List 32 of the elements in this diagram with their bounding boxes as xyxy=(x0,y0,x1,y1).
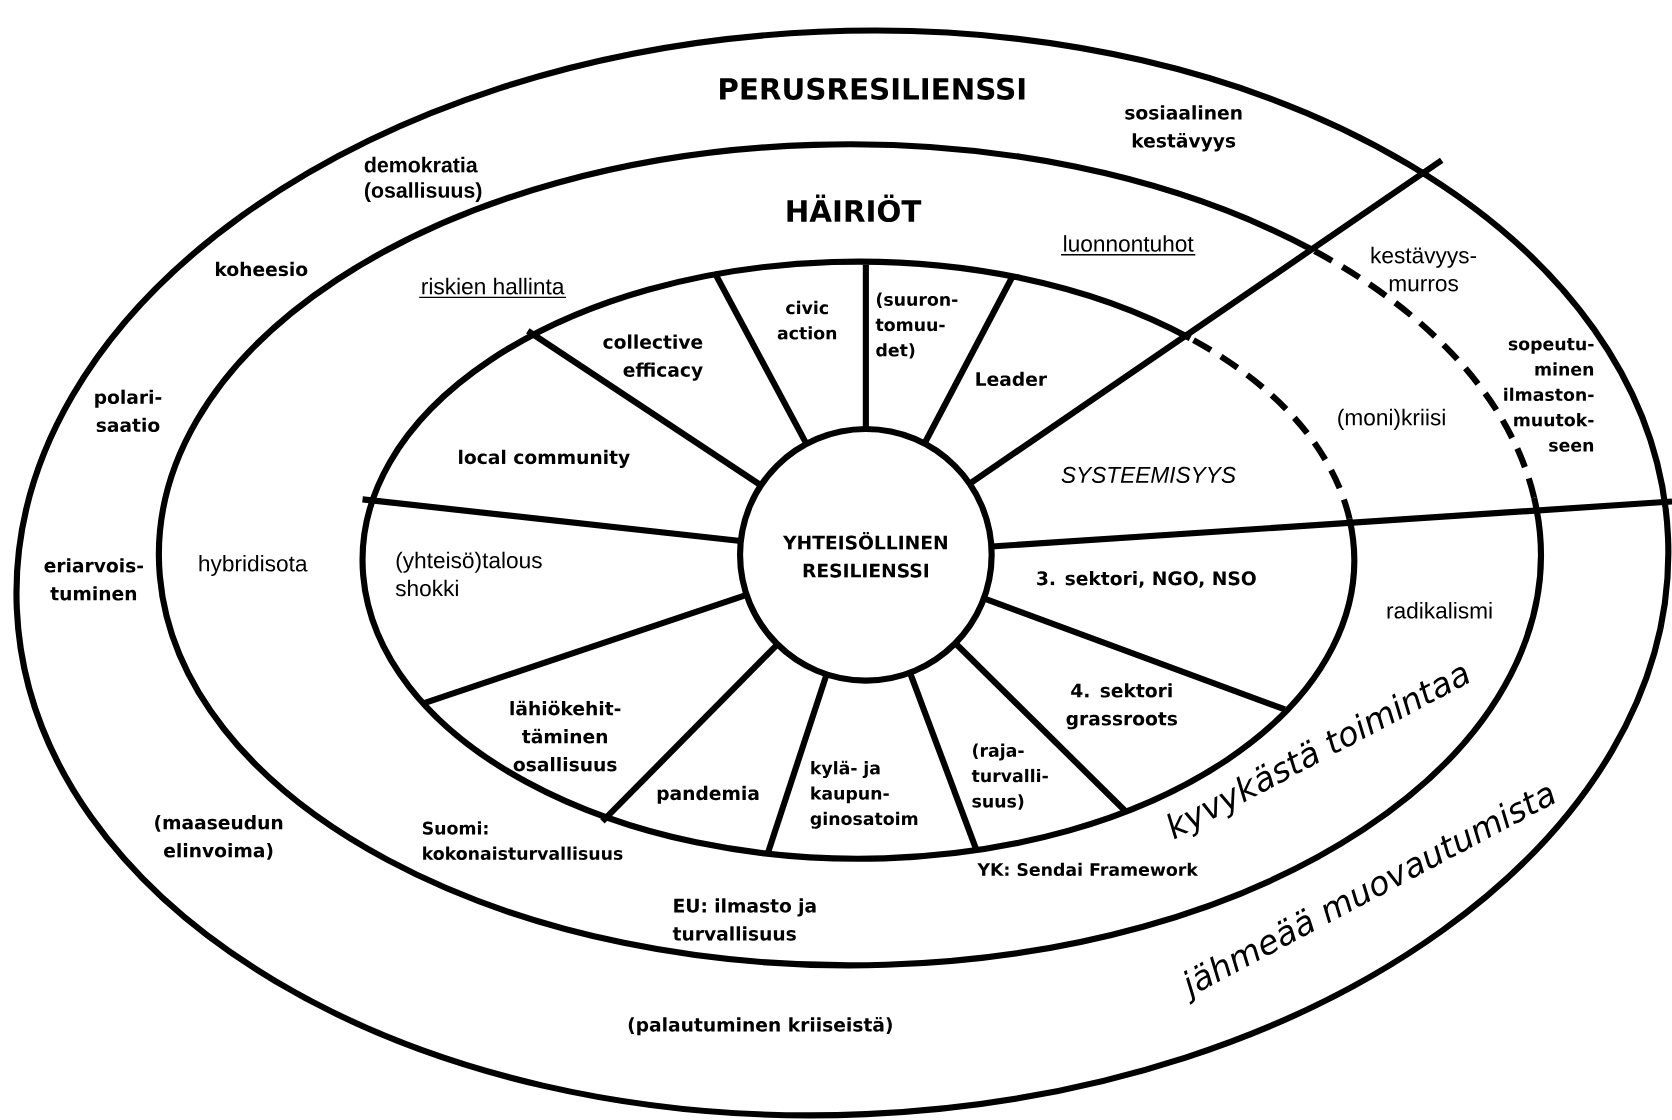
label: hybridisota xyxy=(199,554,308,577)
heading: HÄIRIÖT xyxy=(787,194,922,223)
label: demokratia (osallisuus) xyxy=(364,156,482,203)
label: EU: ilmasto ja turvallisuus xyxy=(672,898,816,941)
label: Suomi: kokonaisturvallisuus xyxy=(422,821,623,860)
label: (yhteisö)talous shokki xyxy=(395,551,542,597)
label: Leader xyxy=(976,371,1047,387)
label: pandemia xyxy=(657,785,759,804)
label: local community xyxy=(459,449,630,468)
underlined-label: riskien hallinta xyxy=(418,277,567,299)
label: kylä- ja kaupun- ginosatoim xyxy=(810,760,918,829)
label: 3. sektori, NGO, NSO xyxy=(1037,570,1256,588)
label: sopeutu- minen ilmaston- muutok- seen xyxy=(1504,338,1594,452)
label: koheesio xyxy=(216,261,308,277)
label: kestävyys- murros xyxy=(1371,246,1477,292)
label: sosiaalinen kestävyys xyxy=(1125,105,1242,152)
label: 4. sektori grassroots xyxy=(1066,683,1177,730)
label: eriarvois- tuminen xyxy=(44,558,143,601)
label: (maaseudun elinvoima) xyxy=(155,815,283,860)
label: YK: Sendai Framework xyxy=(977,862,1199,877)
label: (raja- turvalli- suus) xyxy=(971,743,1048,810)
label: radikalismi xyxy=(1387,601,1492,619)
label: (palautuminen kriiseistä) xyxy=(628,1017,892,1036)
label: polari- saatio xyxy=(95,389,162,433)
label: SYSTEEMISYYS xyxy=(1061,466,1236,483)
label: collective efficacy xyxy=(603,334,703,381)
underlined-label: luonnontuhot xyxy=(1060,235,1196,256)
label: (suuron- tomuu- det) xyxy=(875,292,958,359)
label: civic action xyxy=(777,300,837,340)
label: lähiökehit- täminen osallisuus xyxy=(510,700,621,772)
heading: PERUSRESILIENSSI xyxy=(720,77,1025,100)
label: (moni)kriisi xyxy=(1338,408,1445,430)
